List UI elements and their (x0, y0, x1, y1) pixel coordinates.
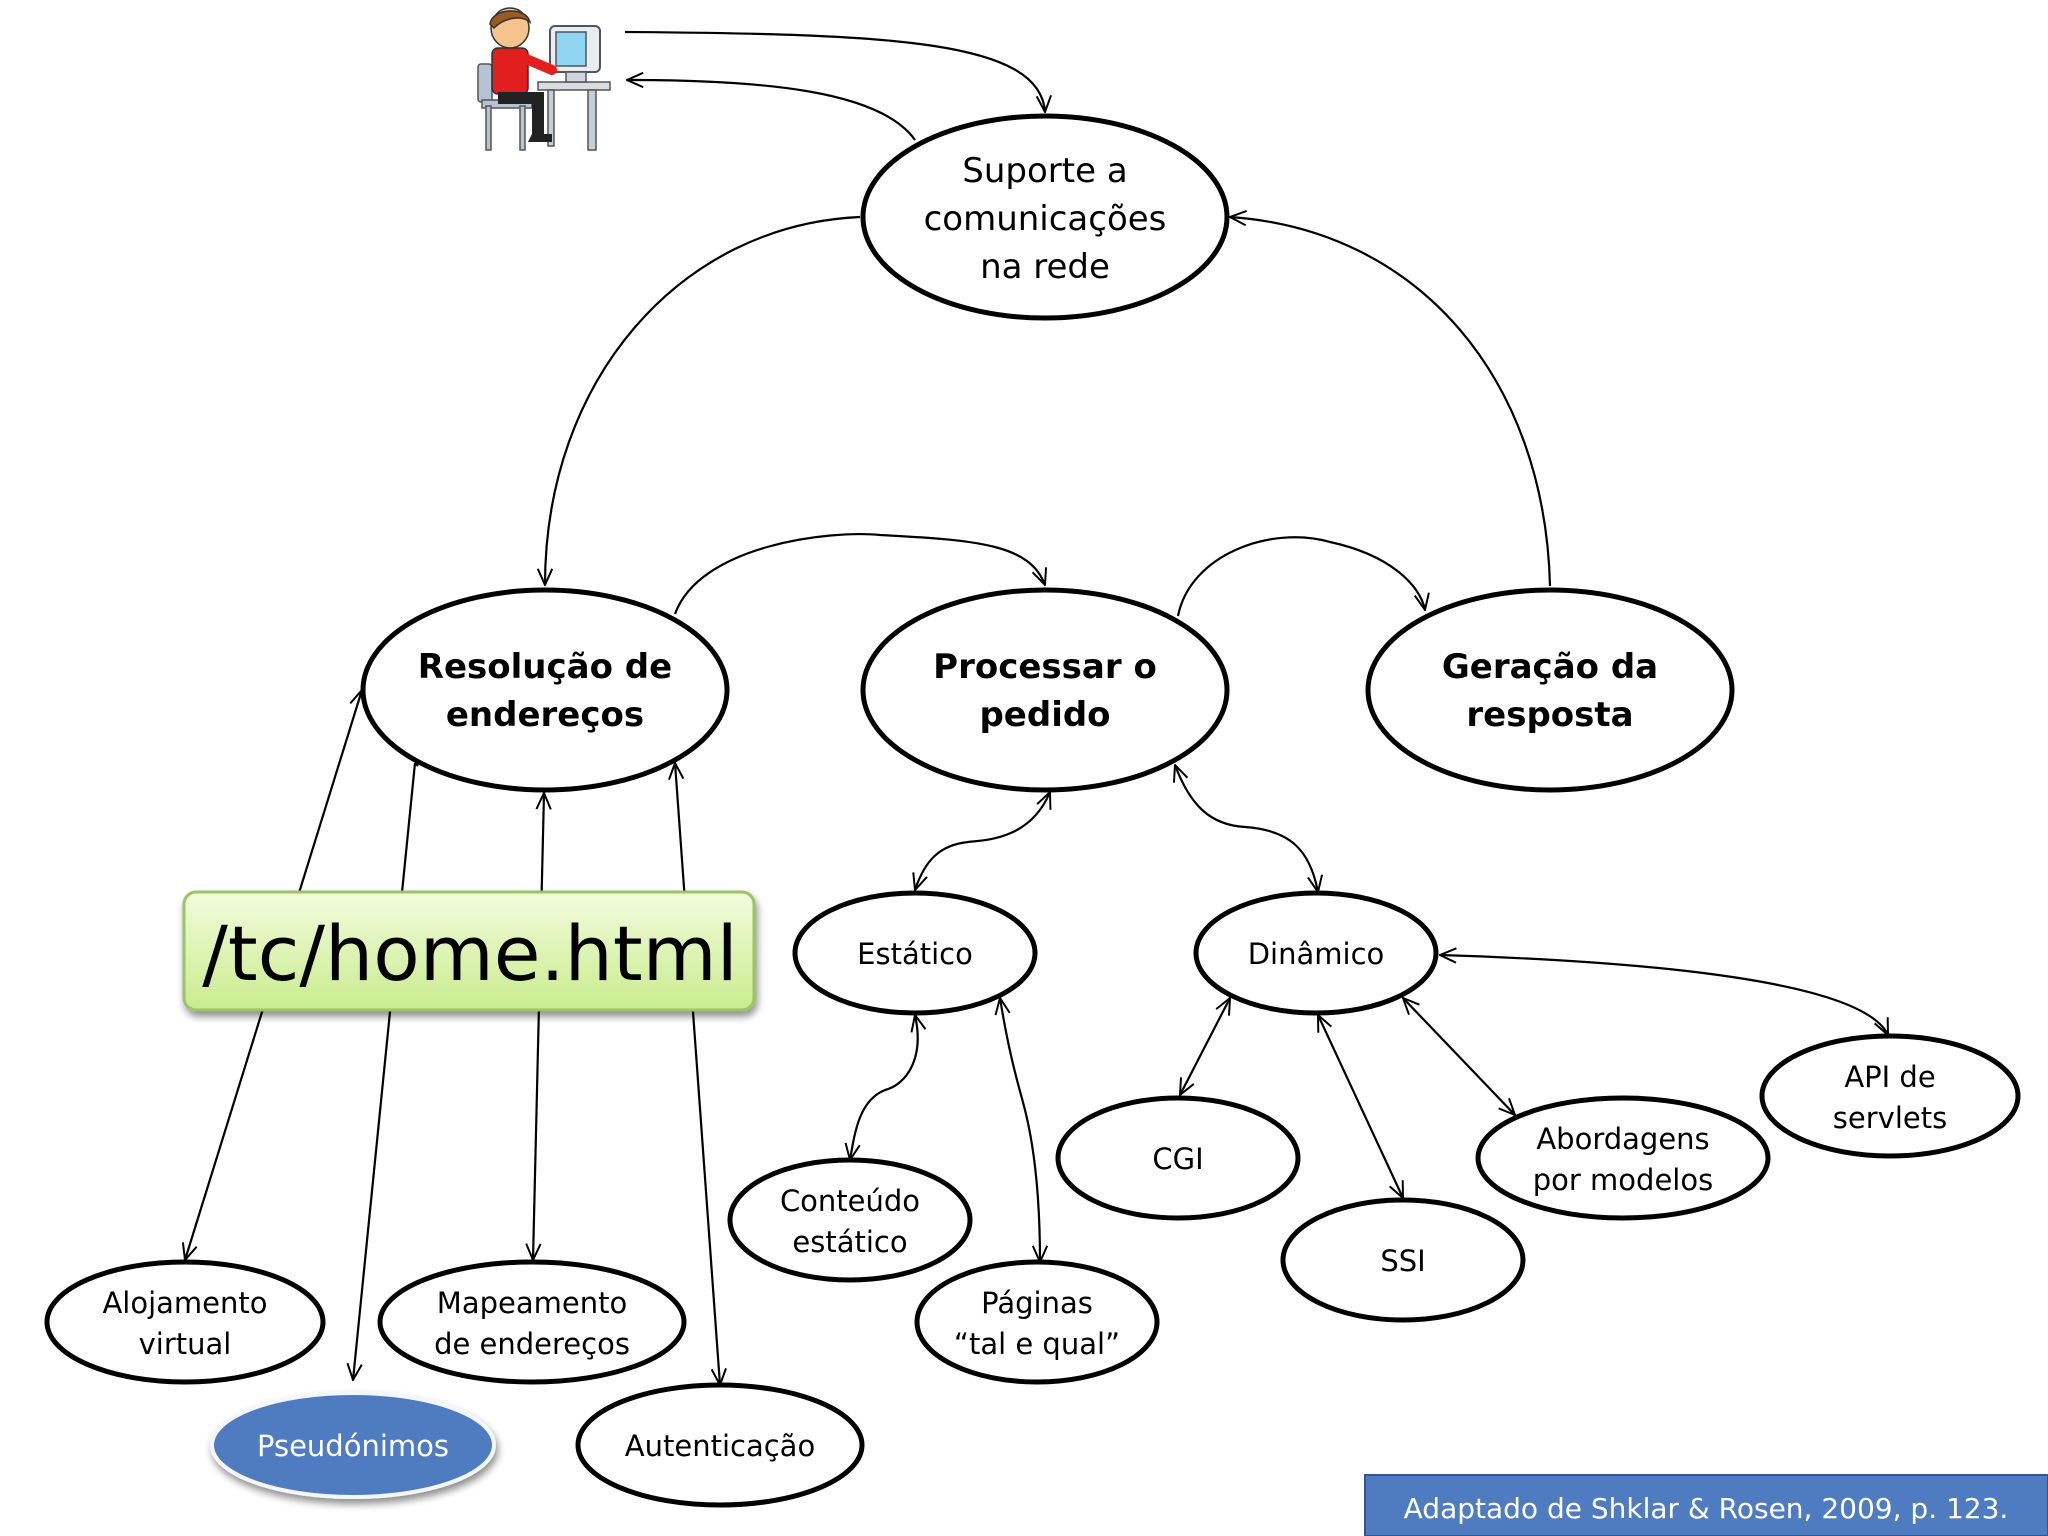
node-estatico[interactable]: Estático (792, 890, 1038, 1016)
node-geracao[interactable]: Geração da resposta (1365, 587, 1735, 793)
node-api-line1: API de (1844, 1060, 1935, 1094)
edge-processar-dinamico (1175, 765, 1318, 892)
edge-suporte-to-resolucao (545, 215, 861, 585)
node-alojamento-line2: virtual (139, 1327, 232, 1361)
node-api-line2: servlets (1833, 1101, 1947, 1135)
node-dinamico[interactable]: Dinâmico (1193, 890, 1439, 1016)
edge-processar-estatico (915, 792, 1050, 890)
url-box: /tc/home.html (182, 890, 756, 1012)
edge-pseudonimos-to-resolucao (414, 762, 419, 767)
node-paginas[interactable]: Páginas “tal e qual” (914, 1259, 1160, 1385)
node-resolucao-line2: endereços (446, 695, 644, 735)
edge-dinamico-cgi (1180, 998, 1230, 1095)
node-cgi-label: CGI (1152, 1142, 1203, 1176)
node-resolucao[interactable]: Resolução de endereços (360, 587, 730, 793)
edge-processar-to-geracao (1176, 536, 1425, 617)
credit-box: Adaptado de Shklar & Rosen, 2009, p. 123… (1364, 1474, 2048, 1536)
edges (185, 30, 1888, 1385)
node-pseudonimos[interactable]: Pseudónimos (207, 1391, 499, 1506)
edge-resolucao-autenticacao (675, 763, 720, 1385)
node-processar-line1: Processar o (933, 647, 1157, 687)
node-autenticacao[interactable]: Autenticação (575, 1382, 865, 1508)
node-processar[interactable]: Processar o pedido (860, 587, 1230, 793)
node-resolucao-line1: Resolução de (418, 647, 672, 687)
edge-resolucao-to-processar (673, 533, 1045, 615)
node-conteudo[interactable]: Conteúdo estático (727, 1157, 973, 1283)
node-abordagens-line2: por modelos (1533, 1163, 1713, 1197)
node-paginas-line1: Páginas (981, 1286, 1093, 1320)
node-api[interactable]: API de servlets (1759, 1033, 2021, 1159)
node-conteudo-line1: Conteúdo (780, 1184, 920, 1218)
node-pseudonimos-label: Pseudónimos (257, 1429, 449, 1463)
node-conteudo-line2: estático (792, 1225, 907, 1259)
svg-text:Páginas“tal e qual”: Páginas “tal e qual” (954, 1286, 1120, 1361)
edge-dinamico-api (1440, 955, 1888, 1035)
credit-text: Adaptado de Shklar & Rosen, 2009, p. 123… (1404, 1492, 2009, 1525)
node-estatico-label: Estático (857, 937, 973, 971)
node-mapeamento-line2: de endereços (434, 1327, 630, 1361)
node-dinamico-label: Dinâmico (1248, 937, 1385, 971)
node-paginas-line2: “tal e qual” (954, 1327, 1120, 1361)
edge-estatico-paginas (1000, 998, 1040, 1262)
node-geracao-line2: resposta (1466, 695, 1633, 735)
node-geracao-line1: Geração da (1442, 647, 1658, 687)
node-suporte-line3: na rede (980, 247, 1110, 287)
edge-user-to-suporte (624, 30, 1045, 112)
node-mapeamento[interactable]: Mapeamento de endereços (377, 1259, 687, 1385)
edge-geracao-to-suporte (1230, 217, 1552, 587)
node-abordagens-line1: Abordagens (1536, 1122, 1709, 1156)
node-abordagens[interactable]: Abordagens por modelos (1475, 1095, 1771, 1221)
edge-estatico-conteudo (850, 1015, 918, 1160)
url-box-text: /tc/home.html (202, 909, 738, 998)
node-cgi[interactable]: CGI (1055, 1095, 1301, 1221)
node-suporte-line1: Suporte a (962, 151, 1127, 191)
node-ssi-label: SSI (1380, 1244, 1425, 1278)
node-processar-line2: pedido (979, 695, 1110, 735)
node-ssi[interactable]: SSI (1280, 1197, 1526, 1323)
node-mapeamento-line1: Mapeamento (437, 1286, 627, 1320)
edge-resolucao-mapeamento (533, 793, 544, 1260)
edge-resolucao-pseudonimos (353, 762, 417, 1380)
edge-suporte-to-user (627, 80, 916, 141)
node-alojamento[interactable]: Alojamento virtual (44, 1259, 326, 1385)
edge-dinamico-ssi (1318, 1015, 1403, 1198)
node-autenticacao-label: Autenticação (625, 1429, 815, 1463)
node-alojamento-line1: Alojamento (102, 1286, 267, 1320)
node-suporte[interactable]: Suporte a comunicações na rede (860, 113, 1230, 321)
node-suporte-line2: comunicações (924, 199, 1167, 239)
edge-dinamico-abordagens (1403, 998, 1515, 1115)
user-at-computer-icon (477, 7, 611, 151)
